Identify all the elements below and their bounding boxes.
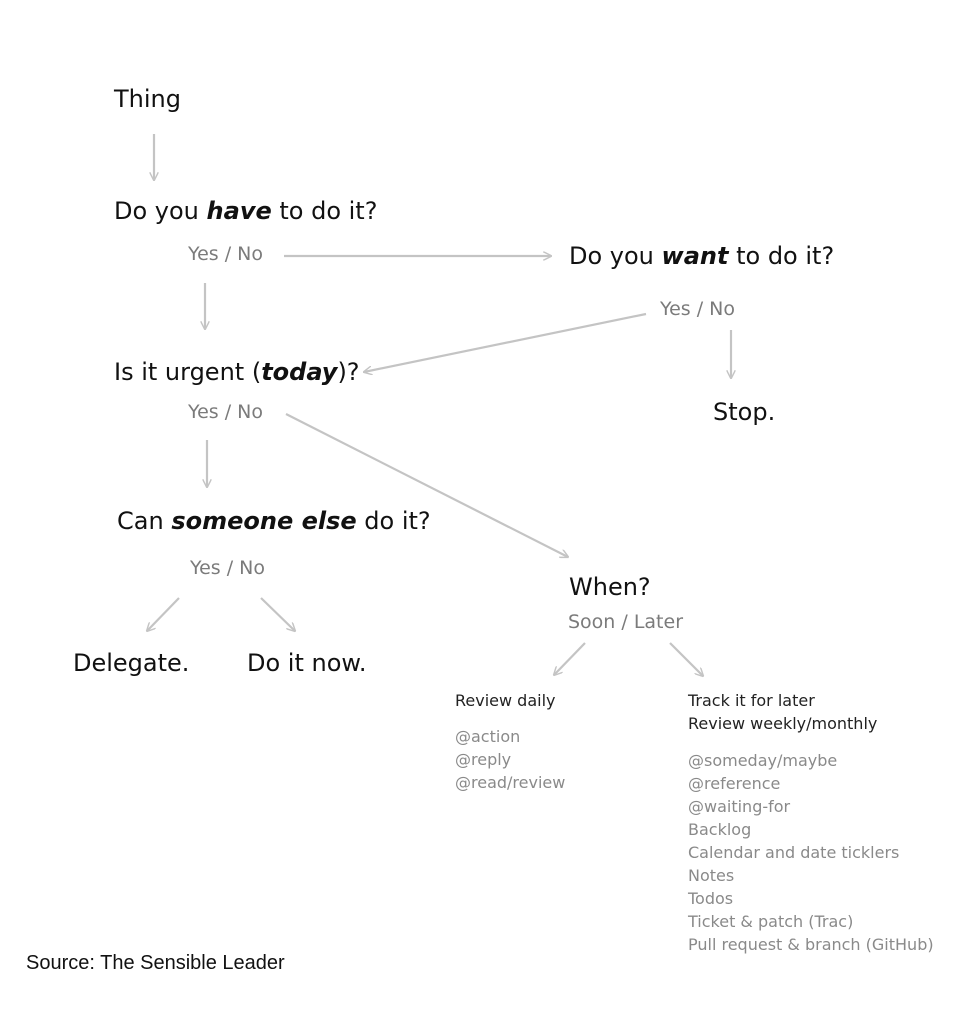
node-want-to-do-it: Do you want to do it? — [569, 244, 834, 268]
node-have-to-do-it: Do you have to do it? — [114, 199, 377, 223]
node-want-pre: Do you — [569, 242, 662, 270]
list-item: @reply — [455, 750, 512, 769]
arrow-someone-no-to-do-now — [260, 597, 295, 631]
node-is-it-urgent: Is it urgent (today)? — [114, 360, 360, 384]
node-thing: Thing — [114, 85, 181, 113]
node-stop: Stop. — [713, 398, 776, 426]
list-item: Pull request & branch (GitHub) — [688, 935, 934, 954]
list-item: @read/review — [455, 773, 566, 792]
node-want-post: to do it? — [728, 242, 835, 270]
source-caption: Source: The Sensible Leader — [26, 952, 285, 974]
node-have-emphasis: have — [206, 197, 272, 225]
list-item: Notes — [688, 866, 735, 885]
answer-want: Yes / No — [660, 298, 735, 320]
node-someone-emphasis: someone else — [171, 507, 357, 535]
answer-have: Yes / No — [188, 243, 263, 265]
track-later-subtitle: Review weekly/monthly — [688, 714, 878, 733]
node-want-emphasis: want — [661, 242, 729, 270]
node-delegate: Delegate. — [73, 649, 190, 677]
arrow-when-soon-to-daily — [554, 642, 586, 675]
node-when: When? — [569, 573, 651, 601]
node-urgent-pre: Is it urgent ( — [114, 358, 262, 386]
list-item: @action — [455, 727, 521, 746]
node-urgent-post: )? — [337, 358, 360, 386]
node-have-pre: Do you — [114, 197, 207, 225]
arrow-when-later-to-track — [669, 642, 703, 676]
list-item: @someday/maybe — [688, 751, 838, 770]
node-have-post: to do it? — [271, 197, 378, 225]
arrow-urgent-no-to-when — [285, 413, 568, 557]
list-item: Calendar and date ticklers — [688, 843, 900, 862]
node-someone-post: do it? — [356, 507, 431, 535]
list-item: Ticket & patch (Trac) — [688, 912, 854, 931]
list-item: Backlog — [688, 820, 752, 839]
answer-someone: Yes / No — [190, 557, 265, 579]
review-daily-list: @action @reply @read/review — [455, 725, 565, 794]
answer-urgent: Yes / No — [188, 401, 263, 423]
arrow-someone-yes-to-delegate — [147, 597, 180, 631]
list-item: @reference — [688, 774, 781, 793]
node-someone-pre: Can — [117, 507, 172, 535]
node-urgent-emphasis: today — [261, 358, 338, 386]
answer-when: Soon / Later — [568, 611, 684, 633]
list-item: Todos — [688, 889, 734, 908]
track-later-title: Track it for later — [688, 691, 815, 710]
node-someone-else: Can someone else do it? — [117, 509, 431, 533]
node-do-it-now: Do it now. — [247, 649, 367, 677]
track-later-list: @someday/maybe @reference @waiting-for B… — [688, 749, 934, 956]
arrow-want-yes-to-urgent — [364, 312, 647, 372]
list-item: @waiting-for — [688, 797, 791, 816]
review-daily-title: Review daily — [455, 691, 556, 710]
